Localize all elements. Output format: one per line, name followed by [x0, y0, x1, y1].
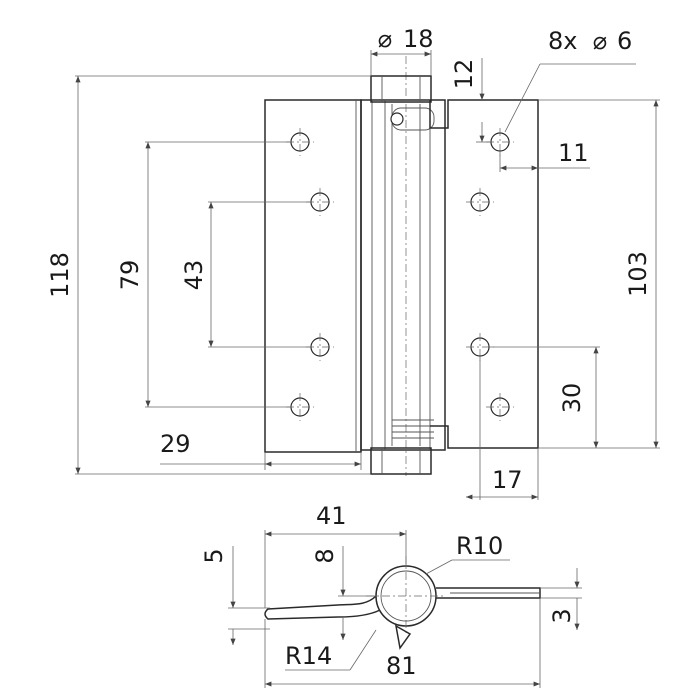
- dim-inner-hole-spacing: 43: [180, 260, 208, 291]
- top-knuckle: [370, 75, 432, 103]
- adjust-pin-icon: [390, 112, 404, 126]
- barrel: [360, 99, 446, 451]
- dim-right-leaf-height: 103: [624, 251, 652, 297]
- dim-barrel-diameter: 18: [403, 25, 434, 53]
- dim-hole-count: 8x: [548, 27, 577, 55]
- front-view: [264, 56, 539, 476]
- dim-right-leaf-width: 17: [492, 466, 523, 494]
- left-leaf: [264, 99, 362, 453]
- dim-overall-width: 81: [386, 652, 417, 680]
- dim-overall-height: 118: [46, 252, 74, 298]
- dim-outer-hole-spacing: 79: [116, 260, 144, 291]
- dim-right-leaf-thickness: 3: [548, 608, 576, 623]
- dim-top-hole-offset: 12: [450, 59, 478, 90]
- dim-barrel-radius: R10: [456, 532, 503, 560]
- dim-hole-diameter: 6: [617, 27, 632, 55]
- spring-tail: [394, 624, 412, 650]
- top-dimensions: 41 5 8 R10 3 R14 81: [200, 502, 582, 688]
- dim-spring-offset: 8: [311, 548, 339, 563]
- front-dimensions: 118 79 43 103 ⌀ 18 8x ⌀ 6 12: [46, 25, 660, 500]
- dim-left-leaf-width: 29: [160, 430, 191, 458]
- dim-left-leaf-thickness: 5: [200, 548, 228, 563]
- diameter-symbol: ⌀: [593, 27, 607, 55]
- dim-bend-radius: R14: [285, 642, 332, 670]
- top-view: [264, 556, 541, 650]
- diameter-symbol: ⌀: [378, 25, 392, 53]
- left-leaf-section: [264, 595, 381, 620]
- dim-top-total-width: 41: [316, 502, 347, 530]
- dim-bottom-hole-offset: 30: [558, 383, 586, 414]
- right-leaf: [429, 99, 539, 449]
- bottom-knuckle: [370, 447, 432, 475]
- dim-hole-edge-offset: 11: [558, 139, 589, 167]
